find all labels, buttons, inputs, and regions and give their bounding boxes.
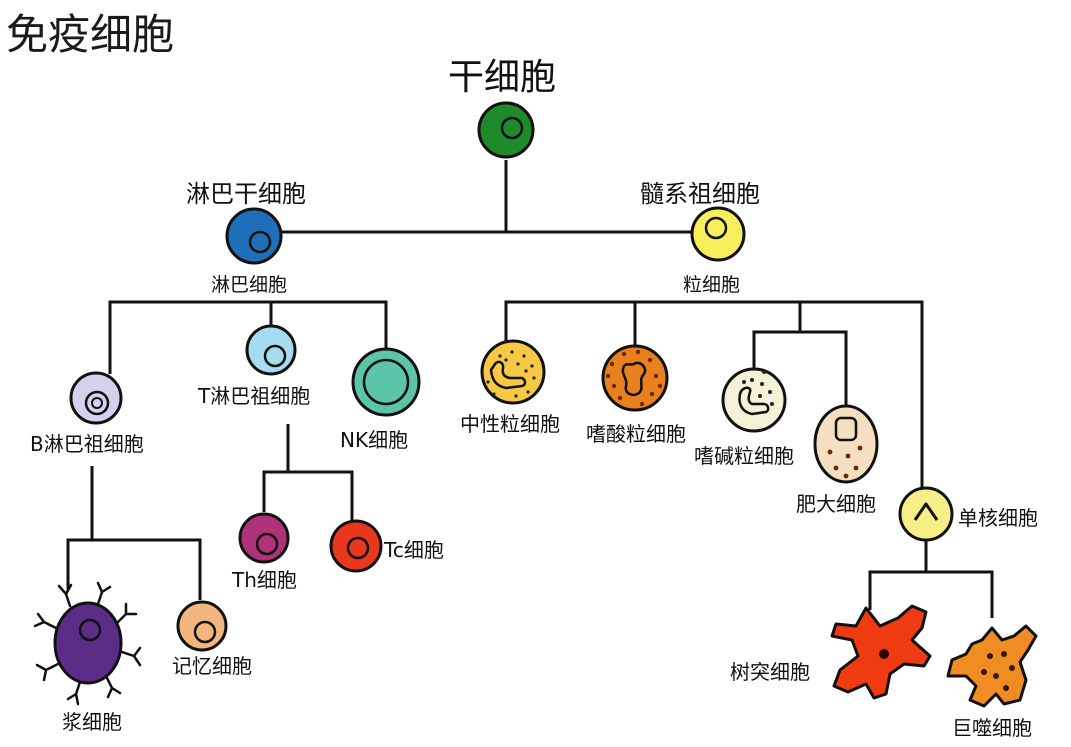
label-lymphoid-stem-cell: 淋巴干细胞 [186, 180, 306, 208]
plasma-cell-antibodies [33, 581, 142, 706]
t-progenitor-cell [245, 324, 297, 376]
lymphoid-stem-cell-body [225, 207, 283, 265]
neutrophil-body [480, 339, 546, 405]
t-progenitor-cell-nucleus [263, 344, 287, 368]
mast-cell-nucleus [834, 416, 858, 442]
label-dendritic-cell: 树突细胞 [730, 660, 810, 684]
connector-lymphocyte-branch [108, 300, 388, 374]
stem-cell-body [477, 101, 535, 159]
label-tc-cell: Tc细胞 [384, 538, 444, 562]
neutrophil-cell [480, 339, 546, 405]
plasma-cell-nucleus [78, 618, 102, 642]
neutrophil-granules [486, 350, 536, 398]
tc-cell-body [329, 519, 383, 573]
label-plasma-cell: 浆细胞 [62, 710, 122, 734]
dendritic-cell-nucleus [879, 649, 889, 659]
th-cell [238, 512, 290, 564]
tc-cell-nucleus [346, 536, 370, 560]
connector-basophil-mast-split [752, 330, 848, 408]
monocyte-horseshoe-nucleus [913, 502, 939, 521]
mast-cell-body [813, 404, 879, 484]
macrophage-granules [981, 651, 1015, 691]
b-progenitor-cell-nucleus [84, 390, 110, 416]
eosinophil-bilobed-nucleus [621, 361, 647, 397]
neutrophil-lobed-nucleus [489, 360, 527, 390]
label-b-progenitor: B淋巴祖细胞 [30, 432, 144, 456]
monocyte-cell [898, 486, 954, 542]
basophil-granules [742, 370, 774, 406]
stem-cell [477, 101, 535, 159]
label-macrophage: 巨噬细胞 [952, 716, 1032, 740]
label-lymphocyte: 淋巴细胞 [211, 274, 288, 296]
label-nk-cell: NK细胞 [340, 428, 409, 452]
connector-granulocyte-branch [504, 300, 924, 488]
mast-cell [813, 404, 879, 484]
mast-cell-granules [827, 445, 863, 479]
th-cell-nucleus [255, 532, 279, 556]
lymphoid-stem-cell-nucleus [248, 230, 272, 254]
nk-cell-body [351, 347, 421, 417]
myeloid-progenitor-cell-body [690, 206, 746, 262]
nk-cell-nucleus [362, 358, 410, 406]
diagram-title: 免疫细胞 [6, 10, 175, 59]
t-progenitor-cell-body [245, 324, 297, 376]
tc-cell [329, 519, 383, 573]
label-stem-cell: 干细胞 [448, 57, 557, 98]
eosinophil-cell [601, 344, 669, 412]
label-memory-cell: 记忆细胞 [172, 654, 252, 678]
label-granulocyte: 粒细胞 [683, 274, 741, 296]
plasma-cell [33, 581, 142, 706]
stem-cell-nucleus [500, 116, 524, 140]
macrophage-body [946, 624, 1038, 708]
basophil-cell [721, 367, 787, 433]
lymphoid-stem-cell [225, 207, 283, 265]
connector-th-tc-split [262, 470, 354, 521]
label-neutrophil: 中性粒细胞 [460, 412, 560, 436]
monocyte-body [898, 486, 954, 542]
b-progenitor-cell [69, 371, 123, 425]
connector-plasma-memory [66, 538, 202, 600]
nk-cell [351, 347, 421, 417]
memory-cell-nucleus [193, 620, 217, 644]
macrophage-cell [946, 624, 1038, 708]
memory-cell [176, 600, 228, 652]
label-eosinophil: 嗜酸粒细胞 [586, 422, 686, 446]
basophil-body [721, 367, 787, 433]
connector-lines [66, 160, 994, 618]
label-mast-cell: 肥大细胞 [796, 492, 876, 516]
label-th-cell: Th细胞 [232, 568, 297, 592]
connector-dendritic-macrophage [868, 570, 994, 618]
myeloid-progenitor-cell [690, 206, 746, 262]
label-monocyte: 单核细胞 [958, 506, 1038, 530]
label-basophil: 嗜碱粒细胞 [694, 444, 794, 468]
b-progenitor-cell-inner-nucleus [91, 397, 103, 409]
label-t-progenitor: T淋巴祖细胞 [198, 384, 311, 408]
dendritic-cell [830, 604, 932, 700]
myeloid-progenitor-cell-nucleus [704, 216, 728, 240]
plasma-cell-body [53, 601, 123, 685]
label-myeloid-progenitor: 髓系祖细胞 [640, 180, 760, 208]
basophil-nucleus [738, 386, 770, 416]
eosinophil-granules [605, 349, 663, 407]
